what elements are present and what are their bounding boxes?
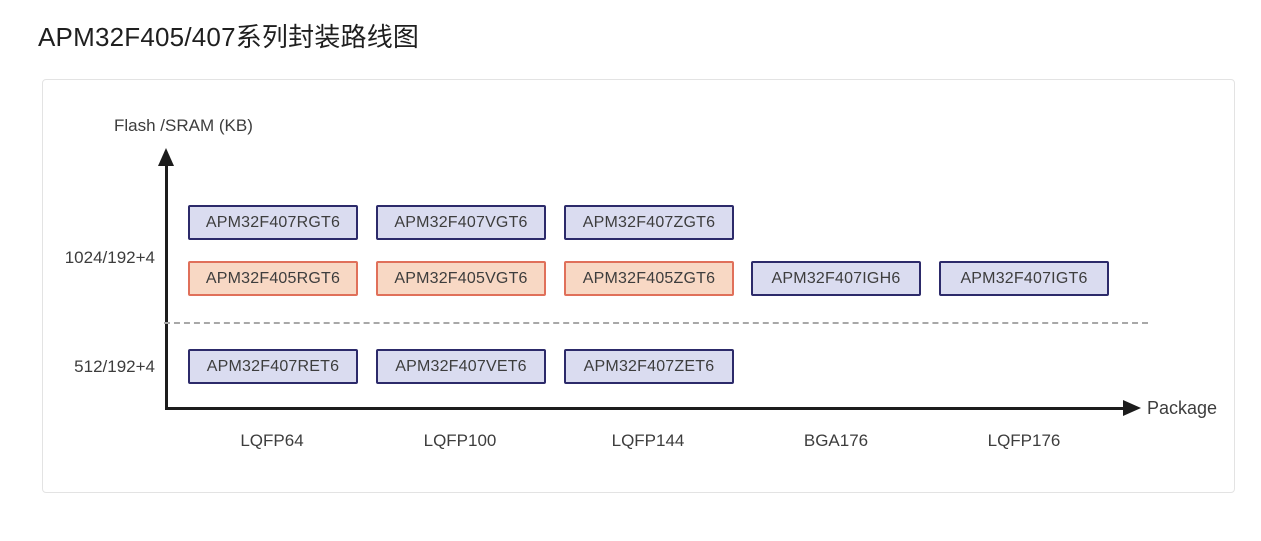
chip-apm32f407vgt6: APM32F407VGT6: [376, 205, 546, 240]
x-tick-lqfp144: LQFP144: [611, 431, 685, 450]
chip-apm32f405vgt6: APM32F405VGT6: [376, 261, 546, 296]
page-title: APM32F405/407系列封装路线图: [38, 22, 420, 52]
x-axis-line: [166, 407, 1126, 410]
arrow-up-icon: [158, 148, 174, 166]
chip-apm32f405rgt6: APM32F405RGT6: [188, 261, 358, 296]
chip-apm32f407igt6: APM32F407IGT6: [939, 261, 1109, 296]
x-tick-bga176: BGA176: [803, 431, 869, 450]
x-tick-lqfp100: LQFP100: [423, 431, 497, 450]
chip-apm32f407igh6: APM32F407IGH6: [751, 261, 921, 296]
arrow-right-icon: [1123, 400, 1141, 416]
chip-apm32f407ret6: APM32F407RET6: [188, 349, 358, 384]
x-tick-lqfp176: LQFP176: [987, 431, 1061, 450]
roadmap-panel: Flash /SRAM (KB) 1024/192+4 512/192+4 AP…: [42, 79, 1235, 493]
x-axis-title: Package: [1147, 398, 1218, 418]
chip-apm32f407vet6: APM32F407VET6: [376, 349, 546, 384]
y-axis-title: Flash /SRAM (KB): [114, 116, 253, 135]
y-tick-1024-192-4: 1024/192+4: [64, 248, 155, 267]
y-axis-line: [165, 164, 168, 410]
chip-apm32f405zgt6: APM32F405ZGT6: [564, 261, 734, 296]
chip-apm32f407rgt6: APM32F407RGT6: [188, 205, 358, 240]
x-tick-lqfp64: LQFP64: [240, 431, 304, 450]
chip-apm32f407zet6: APM32F407ZET6: [564, 349, 734, 384]
group-divider-dashed-line: [164, 322, 1148, 324]
y-tick-512-192-4: 512/192+4: [74, 357, 155, 376]
chip-apm32f407zgt6: APM32F407ZGT6: [564, 205, 734, 240]
